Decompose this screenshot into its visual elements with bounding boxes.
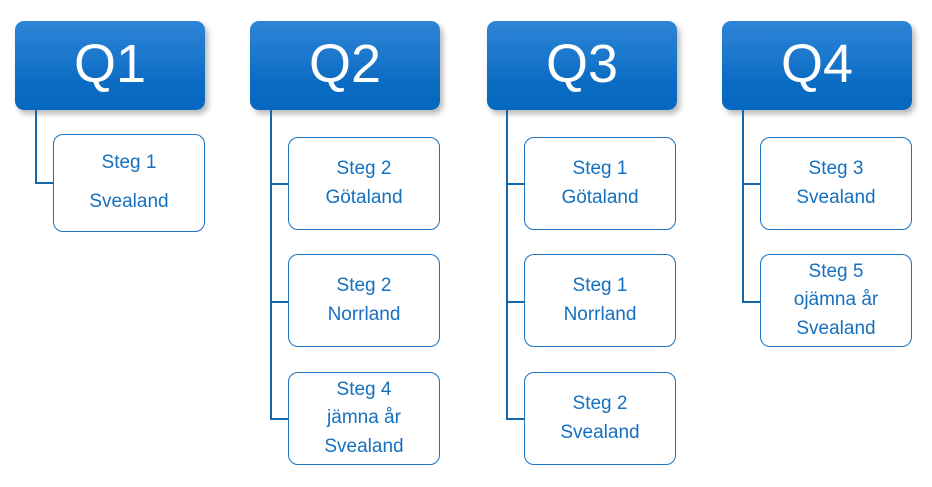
step-box-q1-1-line-1: Steg 1 xyxy=(101,152,157,174)
step-box-q3-1[interactable]: Steg 1 Götaland xyxy=(524,137,676,230)
step-box-q2-1-line-2: Götaland xyxy=(325,186,403,208)
quarter-header-q1-label: Q1 xyxy=(73,33,147,94)
step-box-q4-2-line-3: Svealand xyxy=(796,317,876,339)
step-box-q2-3[interactable]: Steg 4 jämna år Svealand xyxy=(288,372,440,465)
step-box-q2-3-line-2: jämna år xyxy=(327,407,401,429)
step-box-q4-1-line-1: Steg 3 xyxy=(808,158,864,180)
step-box-q2-3-line-1: Steg 4 xyxy=(336,379,392,401)
step-box-q3-1-line-1: Steg 1 xyxy=(572,158,628,180)
step-box-q1-1[interactable]: Steg 1 Svealand xyxy=(53,134,205,232)
connector-vertical-q4 xyxy=(742,110,745,303)
connector-vertical-q2 xyxy=(270,110,273,420)
connector-horizontal-q3-child-2 xyxy=(506,301,526,304)
step-box-q4-2[interactable]: Steg 5 ojämna år Svealand xyxy=(760,254,912,347)
step-box-q2-2[interactable]: Steg 2 Norrland xyxy=(288,254,440,347)
step-box-q3-3[interactable]: Steg 2 Svealand xyxy=(524,372,676,465)
connector-horizontal-q4-child-2 xyxy=(742,301,762,304)
quarter-header-q3[interactable]: Q3 xyxy=(487,21,677,110)
quarter-header-q4[interactable]: Q4 xyxy=(722,21,912,110)
step-box-q3-2-line-2: Norrland xyxy=(563,303,637,325)
step-box-q2-2-line-1: Steg 2 xyxy=(336,275,392,297)
step-box-q2-1[interactable]: Steg 2 Götaland xyxy=(288,137,440,230)
step-box-q3-2[interactable]: Steg 1 Norrland xyxy=(524,254,676,347)
step-box-q1-1-line-2: Svealand xyxy=(89,191,169,212)
step-box-q2-3-line-3: Svealand xyxy=(324,435,404,457)
quarter-header-q2-label: Q2 xyxy=(308,33,382,94)
connector-horizontal-q2-child-2 xyxy=(270,301,290,304)
step-box-q3-3-line-2: Svealand xyxy=(560,421,640,443)
connector-horizontal-q2-child-1 xyxy=(270,183,290,186)
connector-horizontal-q2-child-3 xyxy=(270,418,290,421)
connector-horizontal-q3-child-3 xyxy=(506,418,526,421)
step-box-q4-1-line-2: Svealand xyxy=(796,186,876,208)
connector-horizontal-q1-child-1 xyxy=(35,182,55,185)
connector-vertical-q3 xyxy=(506,110,509,420)
connector-horizontal-q3-child-1 xyxy=(506,183,526,186)
step-box-q3-2-line-1: Steg 1 xyxy=(572,275,628,297)
step-box-q4-2-line-1: Steg 5 xyxy=(808,261,864,283)
step-box-q2-2-line-2: Norrland xyxy=(327,303,401,325)
step-box-q2-1-line-1: Steg 2 xyxy=(336,158,392,180)
connector-vertical-q1 xyxy=(35,110,38,184)
step-box-q3-1-line-2: Götaland xyxy=(561,186,639,208)
connector-horizontal-q4-child-1 xyxy=(742,183,762,186)
quarter-header-q2[interactable]: Q2 xyxy=(250,21,440,110)
quarter-header-q3-label: Q3 xyxy=(545,33,619,94)
step-box-q4-1[interactable]: Steg 3 Svealand xyxy=(760,137,912,230)
quarter-header-q4-label: Q4 xyxy=(780,33,854,94)
step-box-q3-3-line-1: Steg 2 xyxy=(572,393,628,415)
step-box-q4-2-line-2: ojämna år xyxy=(793,289,879,311)
quarter-header-q1[interactable]: Q1 xyxy=(15,21,205,110)
